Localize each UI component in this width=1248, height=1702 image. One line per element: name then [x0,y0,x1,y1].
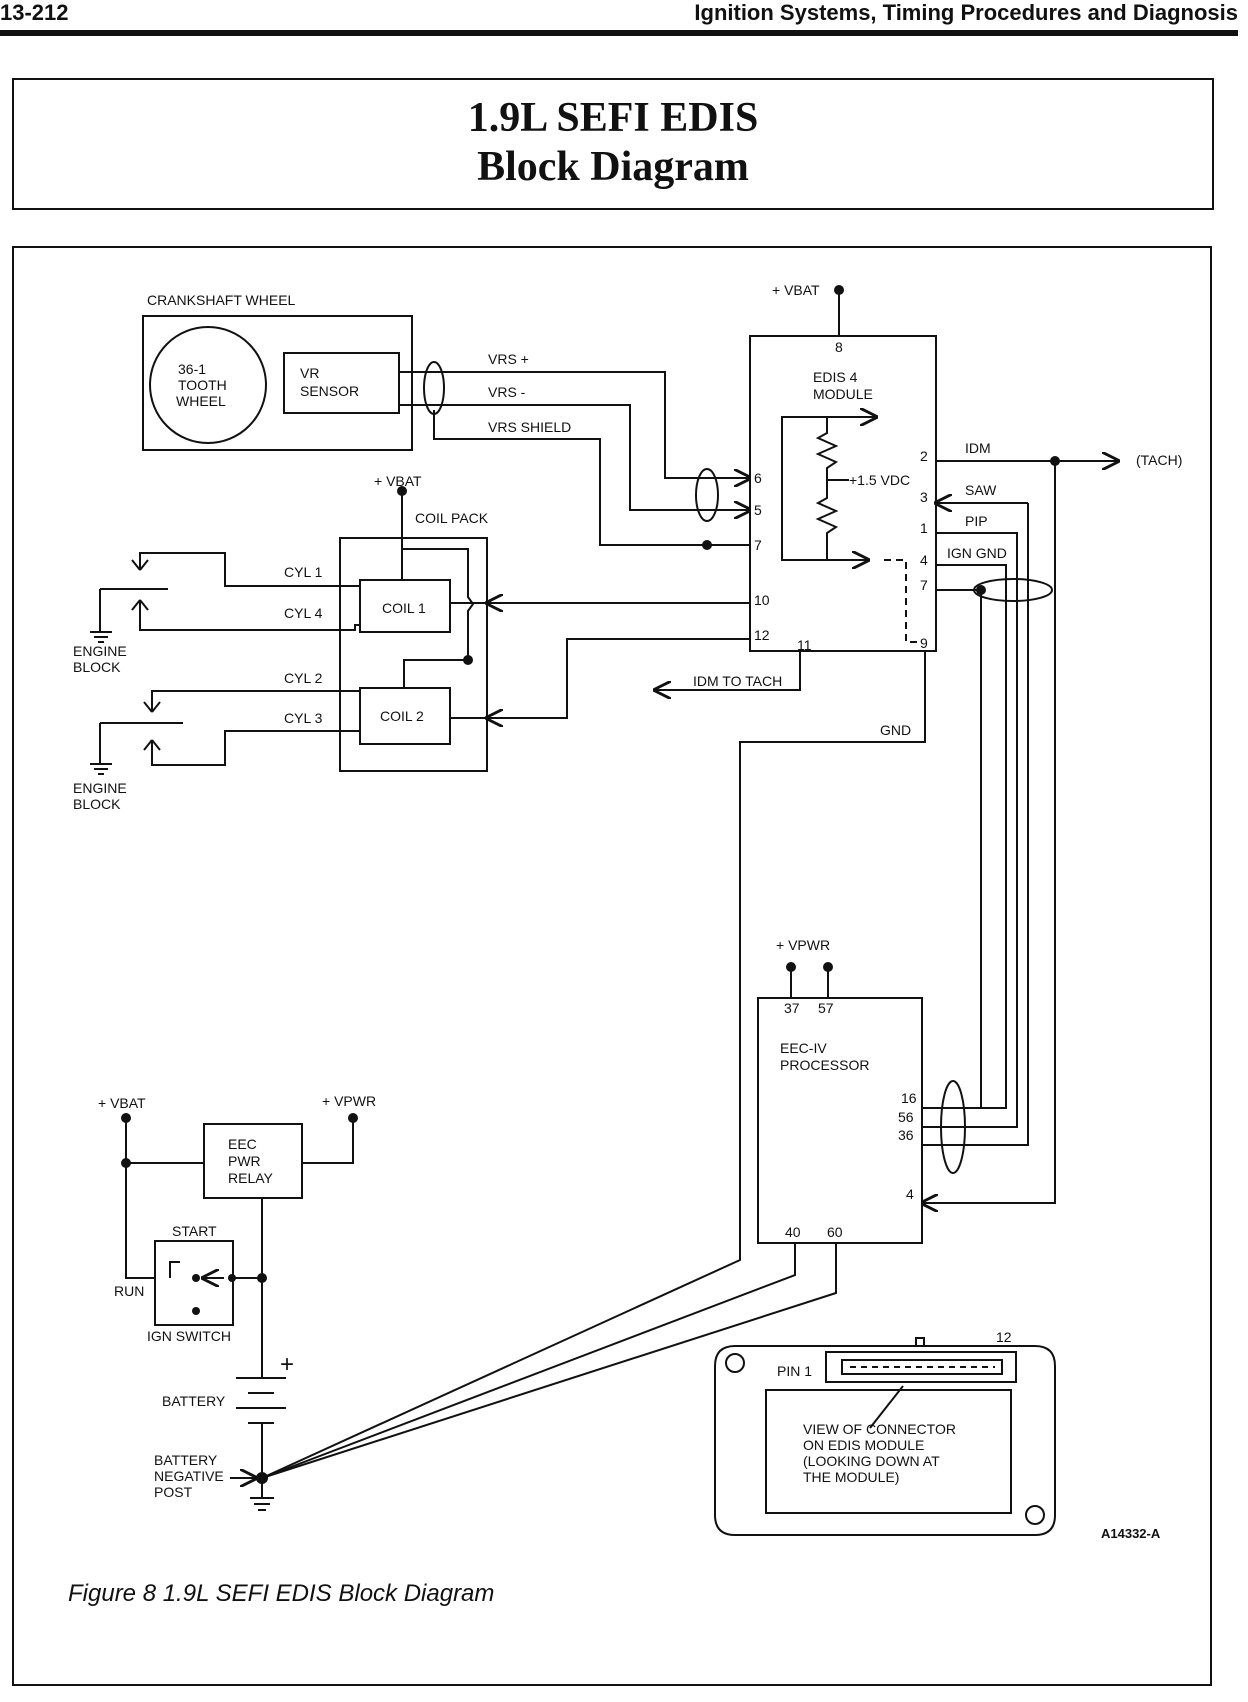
eec-ground-wiring [261,1243,837,1479]
neg-post-text-1: BATTERY [154,1452,218,1468]
cyl-2-label: CYL 2 [284,670,323,686]
coil-2-text: COIL 2 [380,708,424,724]
idm-label: IDM [965,440,991,456]
coil-pack-label: COIL PACK [415,510,489,526]
edis-pin-12: 12 [754,627,770,643]
engine-block-b-1: ENGINE [73,780,127,796]
edis-pin-4: 4 [920,552,928,568]
connector-note-4: THE MODULE) [803,1469,899,1485]
edis-pin-3: 3 [920,489,928,505]
edis-pin-9: 9 [920,635,928,651]
eec-pin-56: 56 [898,1109,914,1125]
wheel-text-3: WHEEL [176,393,226,409]
eec-pin-4: 4 [906,1186,914,1202]
eec-pin-40: 40 [785,1224,801,1240]
start-label: START [172,1223,217,1239]
tooth-wheel [149,326,267,444]
relay-text-3: RELAY [228,1170,274,1186]
cyl-4-label: CYL 4 [284,605,323,621]
gnd-label: GND [880,722,911,738]
eec-text-2: PROCESSOR [780,1057,869,1073]
connector-note-3: (LOOKING DOWN AT [803,1453,940,1469]
ign-switch-label: IGN SWITCH [147,1328,231,1344]
pip-label: PIP [965,513,988,529]
neg-post-text-3: POST [154,1484,193,1500]
engine-block-a-1: ENGINE [73,643,127,659]
idm-to-tach-label: IDM TO TACH [693,673,782,689]
edis-pin-2: 2 [920,448,928,464]
eec-pin-16: 16 [901,1090,917,1106]
figure-caption: Figure 8 1.9L SEFI EDIS Block Diagram [68,1580,495,1607]
edis-pin-5: 5 [754,502,762,518]
run-label: RUN [114,1283,144,1299]
page-number: 13-212 [0,0,69,25]
battery-label: BATTERY [162,1393,226,1409]
coil-pack-vbat-label: + VBAT [374,473,422,489]
connector-note-1: VIEW OF CONNECTOR [803,1421,956,1437]
neg-post-text-2: NEGATIVE [154,1468,224,1484]
engine-block-b-2: BLOCK [73,796,121,812]
power-wiring [121,1118,354,1511]
ign-gnd-label: IGN GND [947,545,1007,561]
coil-pack-wiring [90,491,750,775]
eec-iv-processor-box [757,997,923,1244]
figure-id: A14332-A [1101,1526,1161,1541]
battery-plus-label: + [280,1351,294,1378]
edis-module-text-2: MODULE [813,386,873,402]
vr-sensor-text-2: SENSOR [300,383,359,399]
eec-text-1: EEC-IV [780,1040,827,1056]
title-box: 1.9L SEFI EDIS Block Diagram [12,78,1214,210]
eec-pwr-relay-box [203,1123,303,1199]
cyl-1-label: CYL 1 [284,564,323,580]
edis-pin-10: 10 [754,592,770,608]
connector-pin-1-label: PIN 1 [777,1363,812,1379]
title-line-1: 1.9L SEFI EDIS [467,95,759,141]
edis-internal-circuit [781,417,922,643]
edis-pin-1: 1 [920,520,928,536]
wheel-text-1: 36-1 [178,361,206,377]
tach-label: (TACH) [1136,452,1182,468]
edis-pin-7-left: 7 [754,537,762,553]
coil-1-text: COIL 1 [382,600,426,616]
eec-pin-37: 37 [784,1000,800,1016]
section-title: Ignition Systems, Timing Procedures and … [694,0,1238,25]
edis-pin-11: 11 [797,637,812,653]
vr-sensor-text-1: VR [300,365,319,381]
cyl-3-label: CYL 3 [284,710,323,726]
engine-block-a-2: BLOCK [73,659,121,675]
edis-pin-8: 8 [835,339,843,355]
page-header: 13-212 Ignition Systems, Timing Procedur… [0,0,1248,40]
edis-output-wiring [261,456,1118,1479]
diagram-frame [12,246,1212,1686]
title-line-2: Block Diagram [477,144,749,190]
crankshaft-wheel-label: CRANKSHAFT WHEEL [147,292,296,308]
wheel-text-2: TOOTH [178,377,227,393]
edis-connector-view [714,1337,1056,1536]
vrs-shield-label: VRS SHIELD [488,419,571,435]
edis-pin-6: 6 [754,470,762,486]
coil-1-box [359,579,451,633]
relay-text-2: PWR [228,1153,261,1169]
vr-sensor-box [283,352,400,414]
edis-pin-7-right: 7 [920,577,928,593]
eec-vpwr-label: + VPWR [776,937,830,953]
edis-vbat-label: + VBAT [772,282,820,298]
coil-pack-box [339,537,488,772]
edis-module-text-1: EDIS 4 [813,369,858,385]
eec-pin-57: 57 [818,1000,834,1016]
connector-pin-12-label: 12 [996,1329,1012,1345]
edis-voltage-label: +1.5 VDC [849,472,910,488]
vrs-plus-label: VRS + [488,351,529,367]
eec-pin-60: 60 [827,1224,843,1240]
relay-text-1: EEC [228,1136,257,1152]
power-vbat-label: + VBAT [98,1095,146,1111]
header-rule [0,30,1238,36]
connector-note-2: ON EDIS MODULE [803,1437,924,1453]
saw-label: SAW [965,482,997,498]
power-vpwr-label: + VPWR [322,1093,376,1109]
eec-pin-36: 36 [898,1127,914,1143]
vrs-wiring [399,361,750,550]
vrs-minus-label: VRS - [488,384,526,400]
